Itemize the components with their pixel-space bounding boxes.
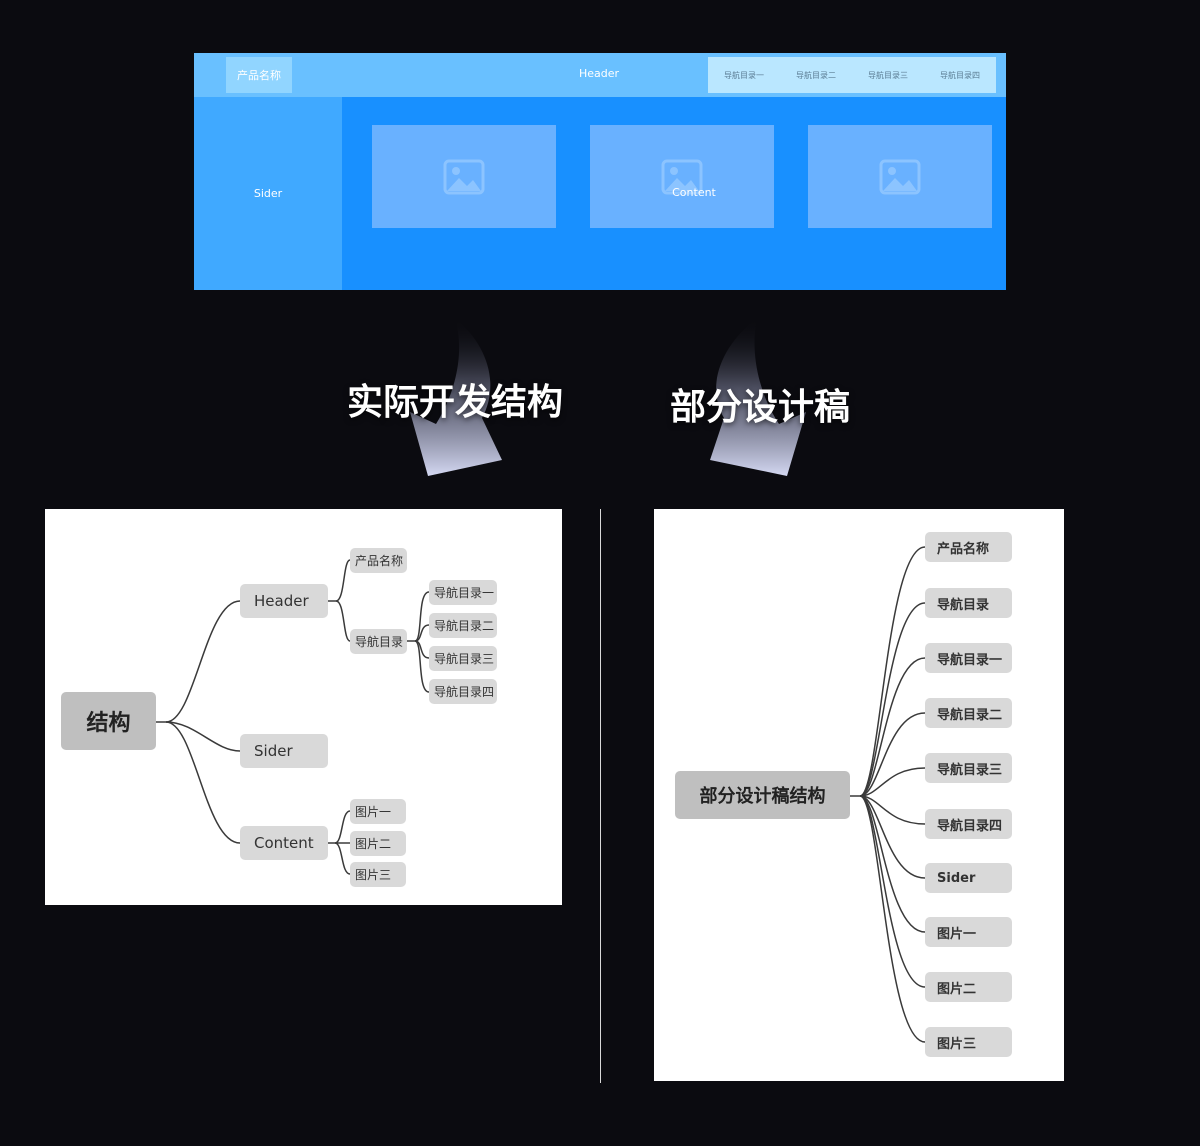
right-node-item: 导航目录一	[925, 643, 1012, 673]
left-node-nav-item: 导航目录一	[429, 580, 497, 605]
left-node-image: 图片三	[350, 862, 406, 887]
heading-right: 部分设计稿	[670, 387, 851, 428]
mockup-nav-item: 导航目录四	[940, 70, 980, 80]
mockup-nav-item: 导航目录二	[796, 70, 836, 80]
mockup-content	[342, 97, 1006, 290]
right-mindmap-links	[850, 546, 926, 1043]
right-node-item: 导航目录四	[925, 809, 1012, 839]
layout-mockup: 产品名称 Header 导航目录一 导航目录二 导航目录三 导航目录四 Side…	[194, 53, 1006, 290]
left-node-header: Header	[240, 584, 328, 618]
left-node-nav-item: 导航目录二	[429, 613, 497, 638]
mockup-sider: Sider	[194, 97, 342, 290]
right-root-node: 部分设计稿结构	[675, 771, 850, 819]
mockup-content-label: Content	[672, 186, 716, 199]
mockup-nav-item: 导航目录三	[868, 70, 908, 80]
image-placeholder-icon	[443, 159, 485, 194]
mockup-image-card	[590, 125, 774, 228]
right-node-item: 图片三	[925, 1027, 1012, 1057]
right-node-item: 导航目录二	[925, 698, 1012, 728]
left-node-sider: Sider	[240, 734, 328, 768]
left-node-nav-item: 导航目录四	[429, 679, 497, 704]
right-node-item: Sider	[925, 863, 1012, 893]
right-mindmap-panel: 部分设计稿结构 产品名称 导航目录 导航目录一 导航目录二 导航目录三 导航目录…	[654, 509, 1064, 1081]
arrow-right-icon	[710, 318, 806, 476]
right-node-item: 导航目录	[925, 588, 1012, 618]
left-node-content: Content	[240, 826, 328, 860]
image-placeholder-icon	[661, 159, 703, 194]
arrow-left-icon	[410, 318, 502, 476]
mockup-image-card	[808, 125, 992, 228]
right-node-item: 导航目录三	[925, 753, 1012, 783]
mockup-image-card	[372, 125, 556, 228]
left-root-node: 结构	[61, 692, 156, 750]
mockup-nav: 导航目录一 导航目录二 导航目录三 导航目录四	[708, 57, 996, 93]
mockup-header-label: Header	[578, 67, 620, 80]
arrows	[410, 318, 806, 476]
left-mindmap-links	[156, 559, 430, 875]
heading-left: 实际开发结构	[347, 382, 564, 423]
left-node-image: 图片一	[350, 799, 406, 824]
left-mindmap-panel: 结构 Header Sider Content 产品名称 导航目录 导航目录一 …	[45, 509, 562, 905]
right-node-item: 图片一	[925, 917, 1012, 947]
right-node-item: 图片二	[925, 972, 1012, 1002]
left-node-nav-item: 导航目录三	[429, 646, 497, 671]
left-node-image: 图片二	[350, 831, 406, 856]
mockup-nav-item: 导航目录一	[724, 70, 764, 80]
mockup-brand: 产品名称	[226, 57, 292, 93]
left-node-nav: 导航目录	[350, 629, 407, 654]
panel-divider	[600, 509, 601, 1083]
left-node-brand: 产品名称	[350, 548, 407, 573]
right-node-item: 产品名称	[925, 532, 1012, 562]
image-placeholder-icon	[879, 159, 921, 194]
